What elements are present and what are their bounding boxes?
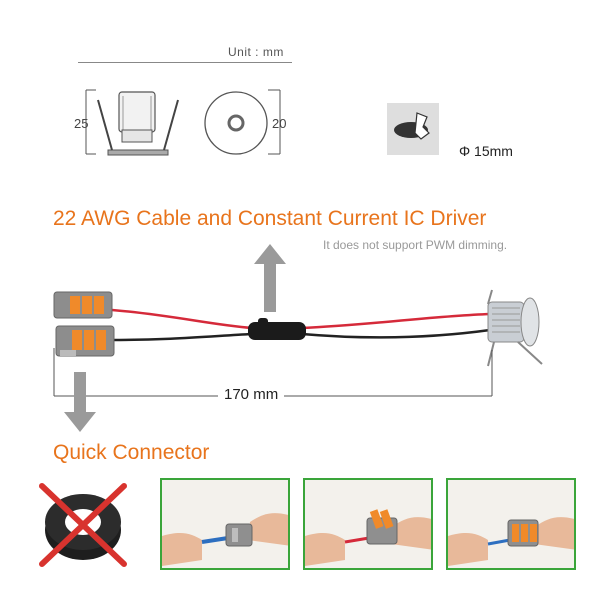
cable-title: 22 AWG Cable and Constant Current IC Dri… (53, 207, 487, 230)
unit-divider (78, 62, 292, 63)
height-dimension-label: 25 (74, 116, 89, 131)
down-arrow-icon (64, 372, 96, 432)
light-side-view-icon (85, 89, 179, 156)
cable-assembly (53, 289, 543, 397)
unit-label: Unit : mm (228, 45, 284, 59)
light-front-view-icon (204, 89, 281, 155)
drill-hole-icon (387, 103, 439, 155)
up-arrow-icon (254, 244, 286, 312)
step-photo-1 (160, 478, 290, 570)
no-tape-icon (39, 483, 127, 567)
diameter-dimension-label: 20 (272, 116, 287, 131)
led-light (487, 289, 543, 367)
quick-connector-bottom (55, 325, 115, 357)
pwm-note: It does not support PWM dimming. (323, 238, 508, 252)
step-photo-2 (303, 478, 433, 570)
quick-connector-top (53, 291, 113, 319)
step-photo-3 (446, 478, 576, 570)
quick-connector-title: Quick Connector (53, 441, 210, 464)
cutout-diameter-label: Φ 15mm (459, 143, 513, 159)
cable-length-label: 170 mm (218, 386, 285, 403)
